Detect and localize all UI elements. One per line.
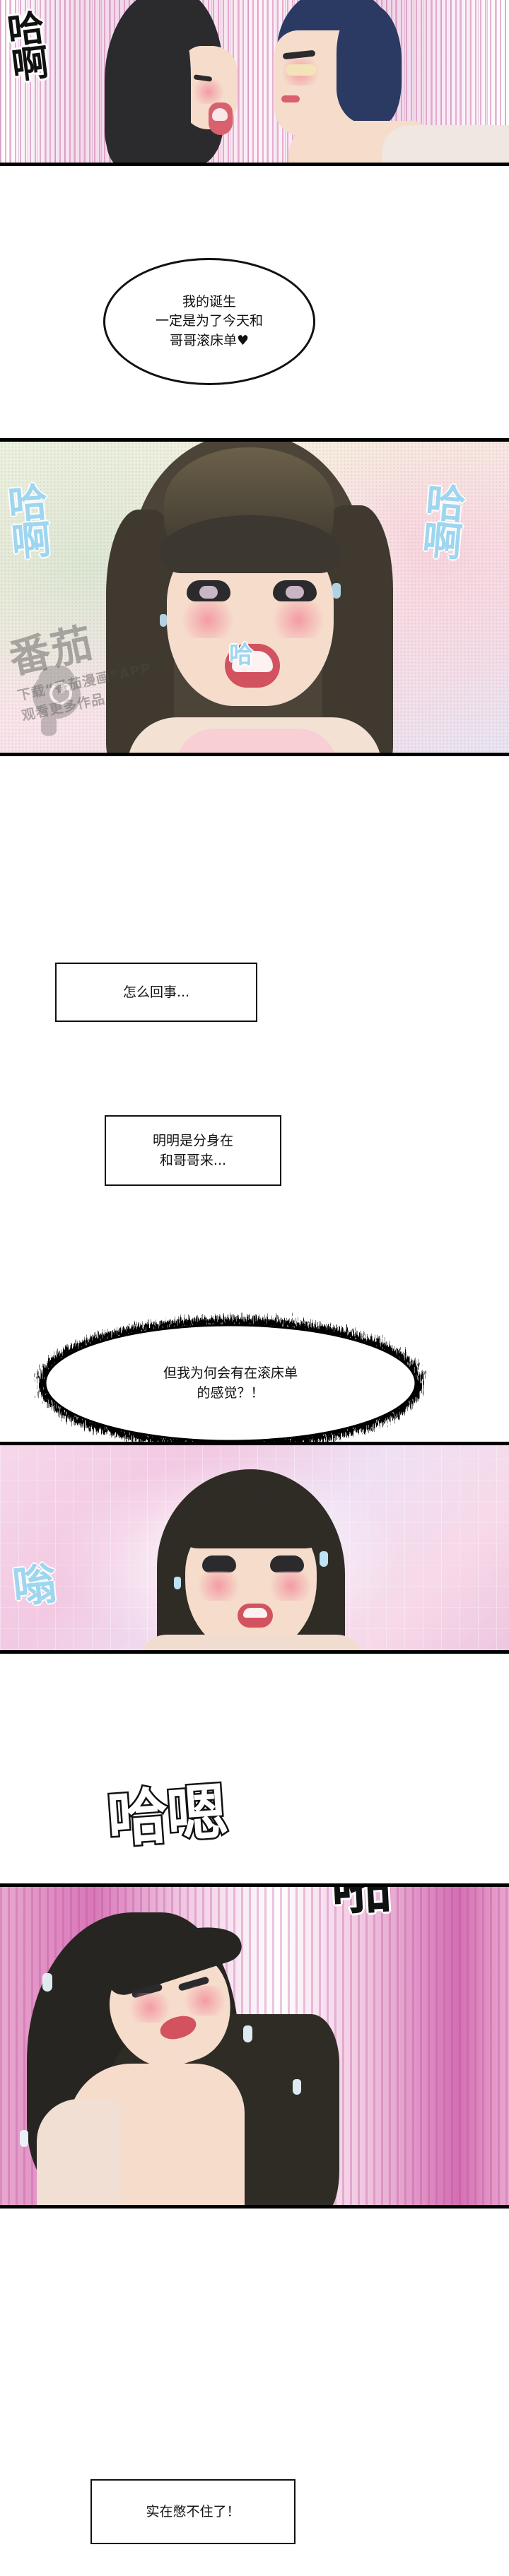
panel-girl-face-closeup: 哈 啊 哈 啊 哈 番茄 下载“番茄漫画”APP 观看更多作品 [0,438,509,756]
gutter-1 [0,166,509,191]
spiky-bubble-text: 但我为何会有在滚床单 的感觉？！ [163,1365,298,1401]
gutter-3 [0,1654,509,1781]
panel-girl-blush-room: 嗡 [0,1442,509,1654]
caption-box-cant-hold: 实在憋不住了！ [90,2479,296,2544]
watermark-mascot-icon [14,654,99,742]
gutter-4 [0,2209,509,2428]
gutter-2 [0,756,509,968]
sfx-ha-mouth: 哈 [229,641,253,669]
panel-couple-closeup: 哈 啊 [0,0,509,166]
speech-bubble-birth: 我的诞生 一定是为了今天和 哥哥滚床单♥ [103,258,315,385]
sfx-ha-a-right: 哈 啊 [420,479,467,567]
sfx-weng: 嗡 [10,1558,58,1613]
panel-girl-lying-magenta: 啪 [0,1883,509,2209]
sfx-ha-en: 哈嗯 [103,1775,230,1857]
sfx-pa: 啪 [329,1883,392,1924]
girl-top [175,729,338,753]
caption-box-what-happened: 怎么回事... [55,963,257,1022]
sfx-ha-a-left: 哈 啊 [6,479,52,567]
spiky-bubble-why-feel: 但我为何会有在滚床单 的感觉？！ [25,1309,435,1457]
caption-box-clone: 明明是分身在 和哥哥来... [105,1115,281,1186]
